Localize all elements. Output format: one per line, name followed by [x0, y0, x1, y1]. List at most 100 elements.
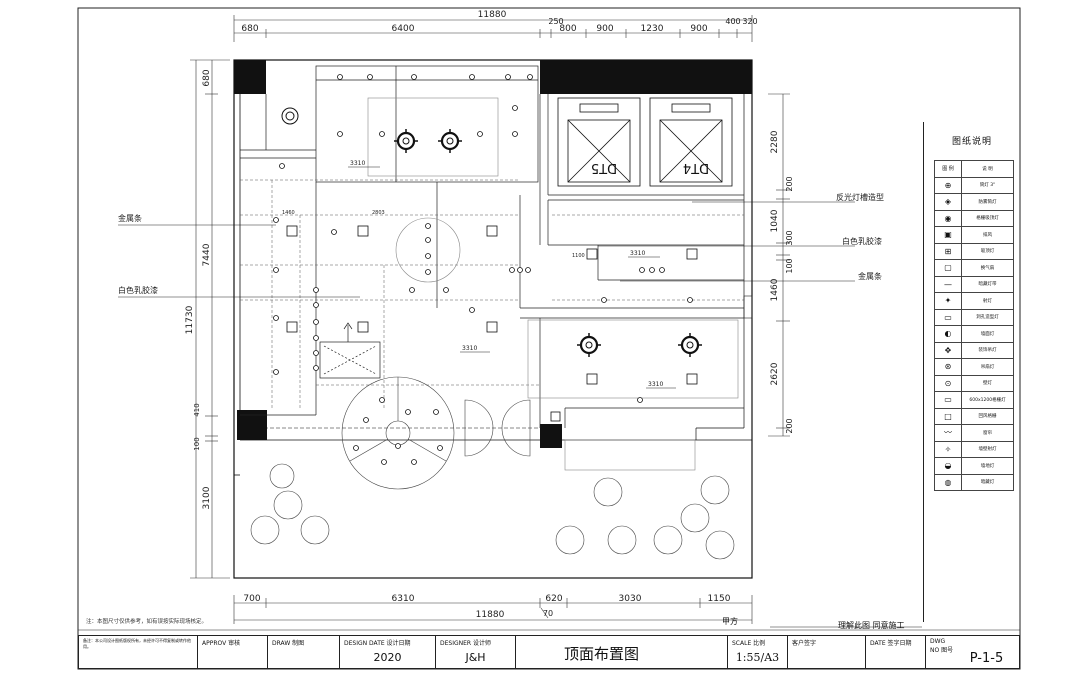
approv-label: APPROV 审核 — [202, 640, 241, 647]
legend-header-desc: 说 明 — [961, 160, 1014, 178]
elevator-shafts — [557, 97, 733, 187]
side-grille — [743, 295, 753, 319]
legend-symbol-icon: ◒ — [934, 457, 962, 475]
ceiling-height-4: 3310 — [648, 381, 663, 388]
legend-symbol-icon: ◐ — [934, 325, 962, 343]
legend-row: ◈防雾筒灯 — [934, 193, 1014, 211]
left-dim-1: 680 — [202, 69, 212, 86]
ceiling-edges — [240, 179, 744, 408]
top-dim-1: 680 — [241, 24, 258, 34]
legend-label: 暗藏灯带 — [961, 275, 1014, 293]
scale-cell: SCALE 比例 1:55/A3 — [727, 636, 787, 668]
legend-symbol-icon: ⊙ — [934, 374, 962, 392]
right-dimensions — [768, 93, 790, 437]
client-sign-label: 客户签字 — [792, 640, 817, 647]
legend-label: 防雾筒灯 — [961, 193, 1014, 211]
legend-symbol-icon: ◍ — [934, 473, 962, 491]
draw-cell: DRAW 制图 — [267, 636, 339, 668]
right-dim-5: 100 — [785, 258, 794, 273]
interior-walls — [240, 65, 744, 428]
ceiling-height-markers: 3310 3310 3310 3310 1460 2803 1100 — [282, 160, 663, 388]
legend-row: —暗藏灯带 — [934, 275, 1014, 293]
legend-label: 排风 — [961, 226, 1014, 244]
legend-row: ✧墙壁射灯 — [934, 440, 1014, 458]
legend-label: 洞孔造型灯 — [961, 308, 1014, 326]
legend-row: ⊛吊扇灯 — [934, 358, 1014, 376]
legend-row: ✦射灯 — [934, 292, 1014, 310]
top-dim-3: 250 — [548, 17, 563, 26]
bottom-dim-3: 620 — [545, 594, 562, 604]
floor-outline — [233, 59, 753, 579]
legend-row: ▣排风 — [934, 226, 1014, 244]
structural-columns — [234, 60, 752, 448]
right-dim-3: 1040 — [770, 209, 780, 232]
legend-panel: 图纸说明 图 例 说 明 ⊕筒灯 3"◈防雾筒灯◉格栅吸顶灯▣排风⊞吸顶灯▢换气… — [923, 122, 1020, 622]
bottom-total-dim: 11880 — [476, 610, 505, 620]
legend-symbol-icon: — — [934, 275, 962, 293]
legend-label: 射灯 — [961, 292, 1014, 310]
right-dimension-labels: 2280 200 1040 300 100 1460 2620 200 — [770, 130, 794, 433]
legend-symbol-icon: ▣ — [934, 226, 962, 244]
callout-metal-strip-right: 金属条 — [858, 271, 882, 281]
ceiling-height-2: 3310 — [462, 345, 477, 352]
small-dim-3: 1100 — [572, 253, 585, 259]
drawing-title: 顶面布置图 — [564, 645, 640, 663]
legend-label: 换气扇 — [961, 259, 1014, 277]
left-dim-3: 410 — [193, 403, 201, 416]
legend-label: 壁灯 — [961, 374, 1014, 392]
legend-symbol-icon: □ — [934, 407, 962, 425]
left-dim-5: 3100 — [202, 486, 212, 509]
square-fixtures — [286, 225, 698, 422]
legend-symbol-icon: ▭ — [934, 391, 962, 409]
legend-label: 吊扇灯 — [961, 358, 1014, 376]
elevator-labels: DT5 DT4 — [591, 160, 709, 175]
legend-row: □回风格栅 — [934, 407, 1014, 425]
height-marker-leaders — [348, 166, 676, 389]
bottom-dim-1: 700 — [243, 594, 260, 604]
scale-label: SCALE 比例 — [732, 640, 766, 647]
top-total-dim: 11880 — [478, 10, 507, 20]
top-dim-4: 800 — [559, 24, 576, 34]
callouts: 金属条 白色乳胶漆 反光灯槽造型 白色乳胶漆 金属条 — [118, 192, 884, 295]
callout-light-trough: 反光灯槽造型 — [836, 192, 884, 202]
right-dim-4: 300 — [785, 230, 794, 245]
downlights — [273, 74, 693, 465]
legend-row: 〰窗帘 — [934, 424, 1014, 442]
legend-label: 墙地灯 — [961, 457, 1014, 475]
legend-label: 吸顶灯 — [961, 242, 1014, 260]
title-block: 备注：本公司设计图纸版权所有，未经许可不得复制或转作他用。 APPROV 审核 … — [78, 635, 1020, 669]
legend-label: 600x1200格栅灯 — [961, 391, 1014, 409]
callout-white-latex-left: 白色乳胶漆 — [118, 285, 158, 295]
legend-title: 图纸说明 — [951, 137, 992, 147]
small-dim-1: 1460 — [282, 210, 295, 216]
top-dim-5: 900 — [596, 24, 613, 34]
left-dim-2: 7440 — [202, 243, 212, 266]
design-date-label: DESIGN DATE 设计日期 — [344, 640, 411, 647]
legend-symbol-icon: ▭ — [934, 308, 962, 326]
legend-label: 墙壁射灯 — [961, 440, 1014, 458]
legend-row: ⊕筒灯 3" — [934, 176, 1014, 194]
draw-label: DRAW 制图 — [272, 640, 305, 647]
bottom-dim-5: 3030 — [619, 594, 642, 604]
left-dim-4: 100 — [193, 437, 201, 450]
top-dimensions — [233, 15, 753, 42]
left-total-dim: 11730 — [185, 305, 195, 334]
legend-row: ⊞吸顶灯 — [934, 242, 1014, 260]
legend-symbol-icon: ◈ — [934, 193, 962, 211]
top-dim-7: 900 — [690, 24, 707, 34]
top-dim-2: 6400 — [392, 24, 415, 34]
legend-row: ⊙壁灯 — [934, 374, 1014, 392]
legend-row: ◐墙面灯 — [934, 325, 1014, 343]
legend-row: ▭600x1200格栅灯 — [934, 391, 1014, 409]
bottom-dimensions — [233, 595, 753, 624]
small-dim-2: 2803 — [372, 210, 385, 216]
title-block-notes: 备注：本公司设计图纸版权所有，未经许可不得复制或转作他用。 — [79, 636, 197, 668]
designer-cell: DESIGNER 设计师 J&H — [435, 636, 515, 668]
client-sign-cell: 客户签字 — [787, 636, 865, 668]
bottom-dim-6: 1150 — [708, 594, 731, 604]
legend-symbol-icon: ⊞ — [934, 242, 962, 260]
ceiling-height-3: 3310 — [630, 250, 645, 257]
designer-label: DESIGNER 设计师 — [440, 640, 491, 647]
top-dimension-labels: 11880 680 6400 250 800 900 1230 900 400 … — [241, 10, 757, 34]
